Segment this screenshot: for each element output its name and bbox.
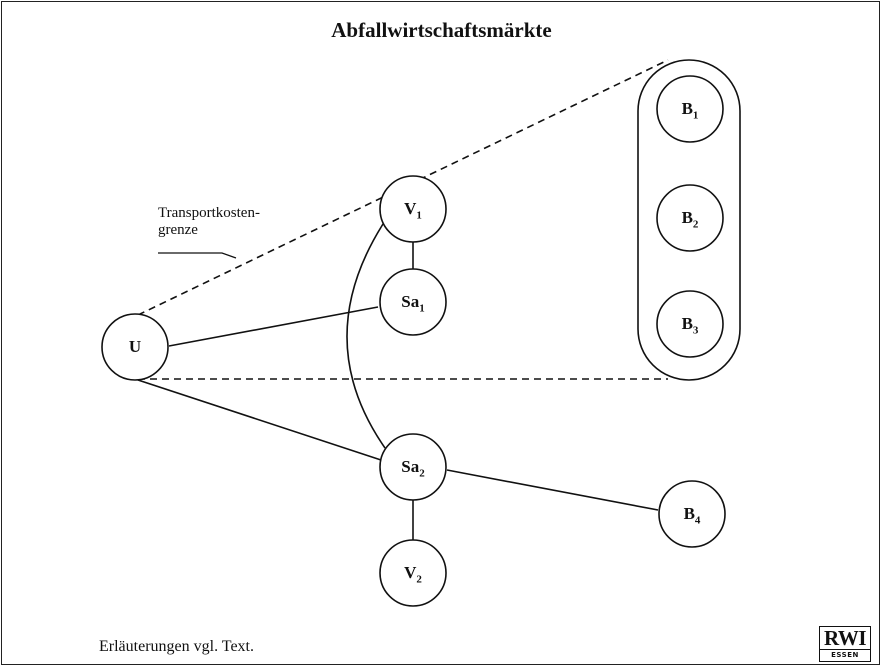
node-U-label: U [100, 337, 170, 357]
edge-U-Sa1 [168, 306, 379, 347]
node-B1-subscript: 1 [692, 109, 699, 122]
node-Sa2-label: Sa2 [378, 457, 448, 480]
node-B2-text: B [681, 208, 693, 227]
node-B3-text: B [681, 314, 693, 333]
node-B1-text: B [681, 99, 693, 118]
node-B2-label: B2 [655, 208, 725, 231]
edge-U-Sa2 [137, 379, 382, 461]
node-Sa1-label: Sa1 [378, 292, 448, 315]
node-U-circle [101, 313, 169, 381]
edge-V1-Sa2-arc [346, 223, 386, 449]
node-Sa2-circle [379, 433, 447, 501]
node-V1-circle [379, 175, 447, 243]
node-Sa1-subscript: 1 [419, 302, 425, 315]
node-B3-subscript: 3 [692, 324, 699, 337]
node-B2-circle [656, 184, 724, 252]
node-B3-circle [656, 290, 724, 358]
node-Sa2-text: Sa [401, 457, 420, 476]
node-Sa2-subscript: 2 [419, 467, 425, 480]
node-V1-label: V1 [378, 199, 448, 222]
transport-note-line2: grenze [158, 222, 198, 238]
node-B4-subscript: 4 [694, 514, 701, 527]
node-Sa1-text: Sa [401, 292, 420, 311]
node-V2-label: V2 [378, 563, 448, 586]
logo-main-text: RWI [823, 626, 867, 650]
rwi-essen-logo: RWI ESSEN [819, 626, 871, 662]
node-V2-circle [379, 539, 447, 607]
node-U-text: U [128, 337, 142, 356]
node-B4-label: B4 [657, 504, 727, 527]
edge-Sa2-B4 [446, 469, 659, 511]
transport-note-leader [158, 252, 237, 259]
node-B4-circle [658, 480, 726, 548]
landfill-group-container [637, 59, 741, 381]
node-B2-subscript: 2 [692, 218, 699, 231]
node-B3-label: B3 [655, 314, 725, 337]
node-Sa1-circle [379, 268, 447, 336]
node-B1-circle [656, 75, 724, 143]
node-V1-subscript: 1 [416, 209, 422, 222]
node-V2-subscript: 2 [416, 573, 422, 586]
node-B1-label: B1 [655, 99, 725, 122]
diagram-title: Abfallwirtschaftsmärkte [331, 18, 552, 42]
logo-sub-text: ESSEN [820, 649, 870, 661]
node-B4-text: B [683, 504, 695, 523]
node-V2-text: V [404, 563, 417, 582]
transport-note-line1: Transportkosten- [158, 205, 260, 221]
footnote: Erläuterungen vgl. Text. [99, 638, 254, 655]
node-V1-text: V [404, 199, 417, 218]
